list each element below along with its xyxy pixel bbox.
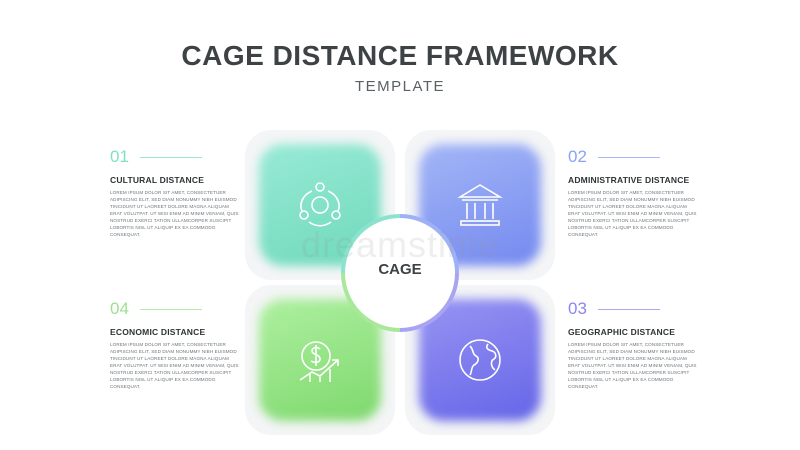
center-ring (341, 214, 459, 332)
page-subtitle: TEMPLATE (354, 78, 446, 95)
block-title: ECONOMIC DISTANCE (110, 327, 206, 337)
block-number: 01 (110, 147, 129, 166)
tile-cultural (245, 130, 395, 280)
block-body: Lorem ipsum dolor sit amet, consectetuer… (110, 190, 239, 237)
tile-economic (245, 285, 395, 435)
number-divider (598, 309, 660, 310)
watermark: dreamstime (300, 224, 500, 265)
dollar-growth-icon (299, 341, 339, 382)
block-number: 03 (568, 299, 587, 318)
block-body: Lorem ipsum dolor sit amet, consectetuer… (568, 342, 697, 389)
block-body: Lorem ipsum dolor sit amet, consectetuer… (568, 190, 697, 237)
people-circle-icon (299, 182, 341, 227)
number-divider (140, 157, 202, 158)
block-title: ADMINISTRATIVE DISTANCE (568, 175, 690, 185)
block-number: 02 (568, 147, 587, 166)
block-geographic: 03 GEOGRAPHIC DISTANCE Lorem ipsum dolor… (568, 300, 698, 390)
block-title: GEOGRAPHIC DISTANCE (568, 327, 676, 337)
block-administrative: 02 ADMINISTRATIVE DISTANCE Lorem ipsum d… (568, 148, 698, 238)
block-number: 04 (110, 299, 129, 318)
page-title: CAGE DISTANCE FRAMEWORK (181, 40, 619, 71)
block-body: Lorem ipsum dolor sit amet, consectetuer… (110, 342, 239, 389)
block-title: CULTURAL DISTANCE (110, 175, 205, 185)
block-cultural: 01 CULTURAL DISTANCE Lorem ipsum dolor s… (110, 148, 240, 238)
center-label: CAGE (378, 261, 422, 278)
globe-icon (459, 339, 501, 381)
number-divider (140, 309, 202, 310)
block-economic: 04 ECONOMIC DISTANCE Lorem ipsum dolor s… (110, 300, 240, 390)
bank-building-icon (457, 184, 503, 226)
number-divider (598, 157, 660, 158)
